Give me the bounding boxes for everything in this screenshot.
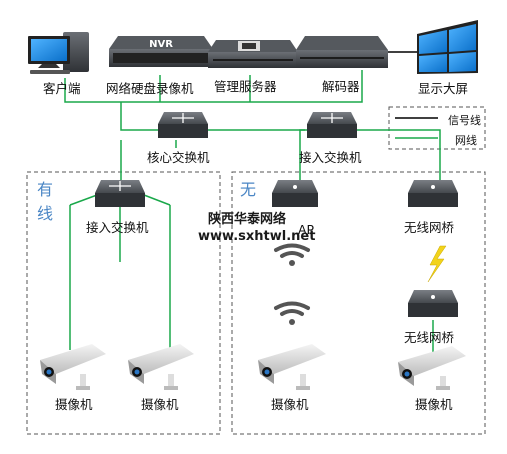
core-switch-label: 核心交换机 (147, 150, 210, 165)
wireless-link-bolt (427, 245, 447, 283)
access-switch-top-icon (307, 112, 357, 138)
wireless-section-box (231, 171, 486, 435)
access-switch-wired-label: 接入交换机 (86, 220, 149, 235)
wireless-bridge-bottom-icon (408, 290, 458, 317)
decoder-icon (296, 36, 388, 68)
wifi-signal-icon-upper (274, 243, 310, 266)
display-wall-label: 显示大屏 (418, 81, 469, 96)
watermark-line-1: 陕西华泰网络 (208, 212, 287, 227)
wireless-ap-icon (272, 180, 318, 207)
camera-1-icon (40, 344, 106, 390)
wired-section-title-a: 有 (37, 180, 54, 199)
access-switch-wired-icon (95, 180, 145, 207)
wireless-ap-label: AP (298, 222, 315, 237)
legend-network-label: 网线 (455, 134, 477, 147)
access-switch-top-label: 接入交换机 (299, 150, 362, 165)
bridge-bottom-label: 无线网桥 (404, 330, 455, 345)
core-switch-icon (158, 112, 208, 138)
nvr-label: 网络硬盘录像机 (106, 81, 194, 96)
wireless-section-title: 无 (240, 180, 257, 199)
client-label: 客户端 (43, 81, 81, 96)
client-pc-icon (28, 32, 89, 74)
display-wall-icon (417, 20, 478, 74)
legend-box (388, 106, 486, 150)
decoder-label: 解码器 (322, 79, 360, 94)
mgmt-server-label: 管理服务器 (214, 79, 277, 94)
camera-1-label: 摄像机 (55, 397, 93, 412)
management-server-icon (208, 40, 298, 68)
wired-section-box (26, 171, 221, 435)
camera-2-icon (128, 344, 194, 390)
nvr-icon (109, 36, 213, 67)
legend-signal-label: 信号线 (448, 114, 481, 127)
nvr-badge: NVR (149, 39, 173, 50)
wireless-bridge-top-icon (408, 180, 458, 207)
camera-4-icon (398, 346, 466, 390)
camera-4-label: 摄像机 (415, 397, 453, 412)
wifi-signal-icon-lower (274, 301, 310, 325)
camera-3-label: 摄像机 (271, 397, 309, 412)
watermark-line-2: www.sxhtwl.net (198, 229, 316, 244)
wired-section-title-b: 线 (37, 204, 54, 223)
camera-2-label: 摄像机 (141, 397, 179, 412)
bridge-top-label: 无线网桥 (404, 220, 455, 235)
camera-3-icon (258, 344, 326, 390)
